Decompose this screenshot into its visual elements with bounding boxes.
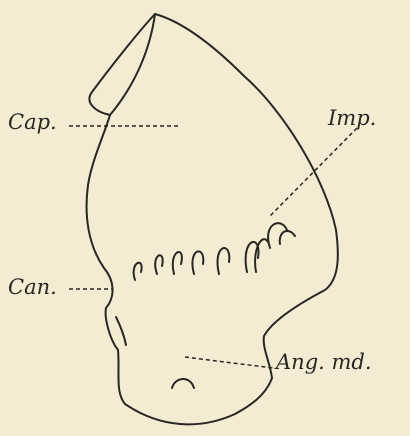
impression-mark	[280, 231, 295, 244]
cap-label: Cap.	[8, 112, 57, 133]
can-label: Can.	[8, 277, 57, 298]
imp-label: Imp.	[328, 108, 376, 129]
ang-leader-line	[185, 357, 273, 368]
imp-leader-line	[270, 128, 357, 216]
cap-inner-line	[110, 14, 155, 115]
impression-mark	[173, 252, 182, 274]
ang-md-label: Ang. md.	[276, 352, 372, 373]
impression-mark	[246, 242, 259, 272]
impression-mark	[218, 248, 230, 274]
impression-mark	[192, 251, 203, 274]
impression-marks	[134, 223, 295, 280]
impression-mark	[134, 263, 142, 280]
canine-notch-line	[116, 317, 126, 345]
small-arc	[172, 379, 194, 388]
impression-mark	[268, 223, 287, 248]
impression-mark	[155, 255, 162, 274]
